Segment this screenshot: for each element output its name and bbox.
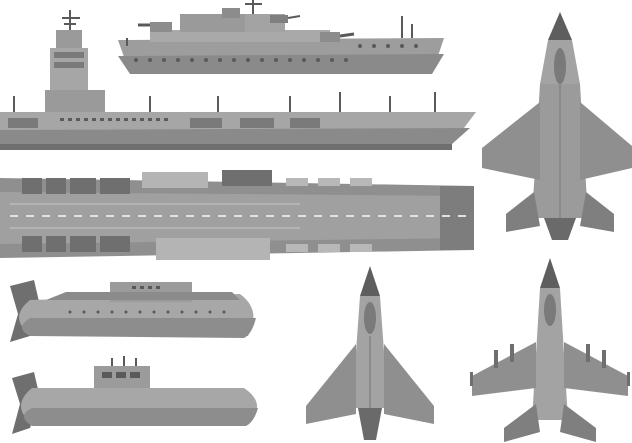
- submarine-upper: [10, 280, 256, 342]
- aircraft-carrier-top: [0, 170, 474, 260]
- delta-wing-jet: [306, 266, 434, 440]
- destroyer-ship: [118, 0, 444, 74]
- carrier-side-windows: [60, 118, 168, 121]
- multirole-fighter-jet: [470, 258, 630, 442]
- submarine-upper-portholes: [68, 310, 226, 314]
- carrier-top-elevators-lower: [22, 236, 130, 252]
- stealth-fighter-jet: [482, 12, 632, 240]
- submarine-lower: [12, 356, 258, 434]
- carrier-top-elevators-upper: [22, 178, 130, 194]
- multirole-jet-missiles: [470, 344, 630, 386]
- aircraft-carrier-side: [0, 10, 476, 150]
- destroyer-portholes: [134, 44, 418, 62]
